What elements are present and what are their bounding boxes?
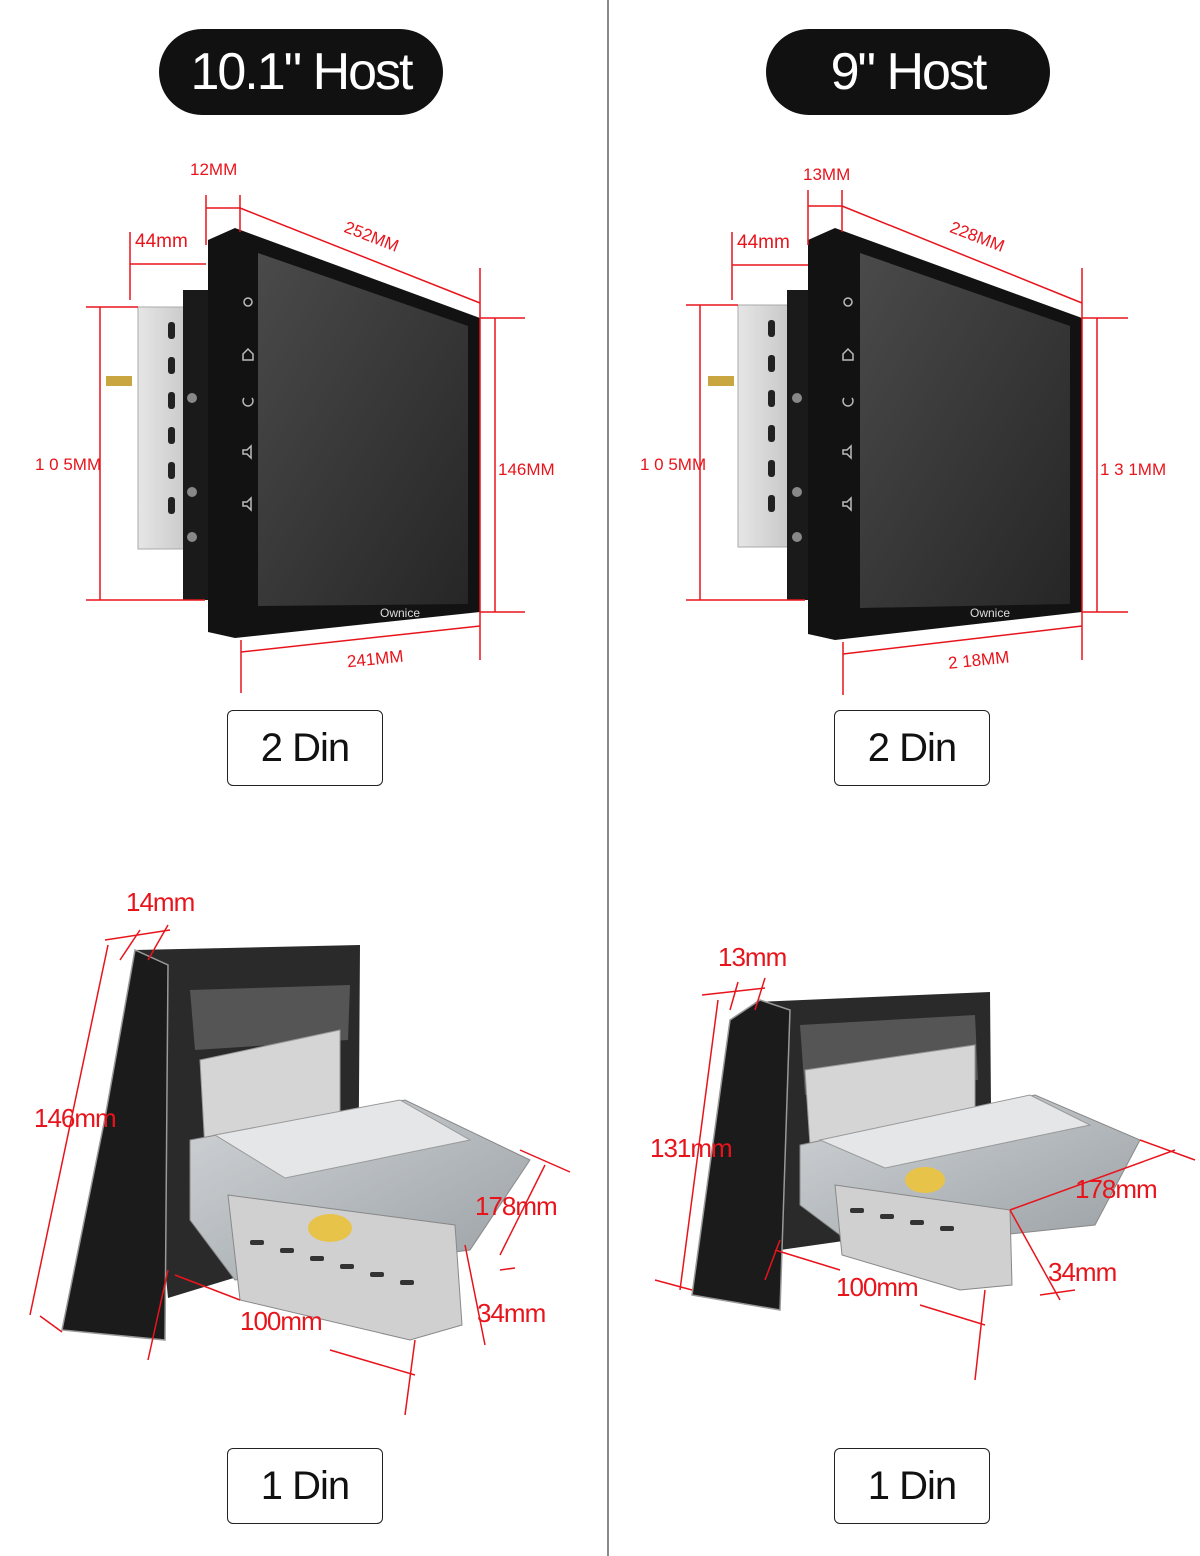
passed-sticker bbox=[308, 1214, 352, 1242]
label-text: 2 Din bbox=[260, 725, 350, 770]
bracket-slots bbox=[168, 322, 175, 514]
dimension-lines bbox=[654, 977, 1196, 1381]
brand-logo: Ownice bbox=[380, 606, 420, 620]
title-pill-9: 9" Host bbox=[766, 29, 1050, 115]
brand-logo: Ownice bbox=[970, 606, 1010, 620]
title-pill-10-1: 10.1" Host bbox=[159, 29, 443, 115]
vent-grille bbox=[190, 985, 350, 1050]
dim-height: 146mm bbox=[34, 1103, 116, 1133]
dim-height: 131mm bbox=[650, 1133, 732, 1163]
side-slots bbox=[850, 1208, 954, 1231]
dim-height: 146MM bbox=[498, 460, 555, 479]
dim-diagonal: 252MM bbox=[342, 218, 402, 256]
dim-width: 100mm bbox=[836, 1272, 918, 1302]
dimension-lines bbox=[86, 195, 525, 693]
dim-height: 1 3 1MM bbox=[1100, 460, 1166, 479]
label-10-1-1din: 1 Din bbox=[227, 1448, 383, 1524]
dim-thickness: 34mm bbox=[1048, 1257, 1116, 1287]
screw bbox=[187, 532, 197, 542]
screen-edge bbox=[61, 948, 169, 1341]
dim-bracket-height: 1 0 5MM bbox=[35, 455, 101, 474]
dim-depth-offset: 13MM bbox=[803, 165, 850, 184]
label-10-1-2din: 2 Din bbox=[227, 710, 383, 786]
dim-depth: 178mm bbox=[1075, 1174, 1157, 1204]
side-icons bbox=[842, 297, 854, 512]
label-text: 1 Din bbox=[260, 1463, 350, 1508]
dim-width: 241MM bbox=[346, 647, 404, 672]
dim-diagonal: 228MM bbox=[947, 218, 1007, 256]
chassis bbox=[183, 290, 209, 600]
screw bbox=[792, 393, 802, 403]
antenna-connector bbox=[106, 376, 132, 386]
label-text: 2 Din bbox=[867, 725, 957, 770]
screw bbox=[792, 532, 802, 542]
dim-bezel: 13mm bbox=[718, 942, 786, 972]
dimension-lines bbox=[29, 924, 571, 1416]
chassis-top bbox=[818, 1094, 1092, 1169]
chassis-top bbox=[213, 1099, 472, 1179]
dim-thickness: 34mm bbox=[477, 1298, 545, 1328]
product-10-1-1din bbox=[29, 924, 571, 1416]
dim-bezel: 14mm bbox=[126, 887, 194, 917]
screen-display bbox=[860, 253, 1070, 608]
screw bbox=[792, 487, 802, 497]
side-bracket bbox=[834, 1184, 1013, 1291]
product-9-2din: Ownice bbox=[686, 190, 1128, 695]
side-icons bbox=[242, 297, 254, 512]
dim-depth-offset: 12MM bbox=[190, 160, 237, 179]
dim-width: 100mm bbox=[240, 1306, 322, 1336]
dim-bracket-depth: 44mm bbox=[737, 232, 790, 253]
screen-display bbox=[258, 253, 468, 606]
title-10-1-text: 10.1" Host bbox=[190, 43, 413, 101]
title-9-text: 9" Host bbox=[830, 43, 988, 101]
side-slots bbox=[250, 1240, 414, 1285]
screw bbox=[187, 393, 197, 403]
chassis bbox=[787, 290, 810, 600]
product-9-1din bbox=[654, 977, 1196, 1381]
product-10-1-2din: Ownice bbox=[86, 195, 525, 693]
dim-bracket-depth: 44mm bbox=[135, 231, 188, 252]
label-9-1din: 1 Din bbox=[834, 1448, 990, 1524]
label-text: 1 Din bbox=[867, 1463, 957, 1508]
dimension-lines bbox=[686, 190, 1128, 695]
dim-depth: 178mm bbox=[475, 1191, 557, 1221]
dim-width: 2 18MM bbox=[947, 648, 1010, 673]
screen-edge bbox=[691, 999, 791, 1311]
bracket-slots bbox=[768, 320, 775, 512]
center-divider bbox=[607, 0, 609, 1556]
label-9-2din: 2 Din bbox=[834, 710, 990, 786]
screw bbox=[187, 487, 197, 497]
passed-sticker bbox=[905, 1167, 945, 1193]
dim-bracket-height: 1 0 5MM bbox=[640, 455, 706, 474]
antenna-connector bbox=[708, 376, 734, 386]
